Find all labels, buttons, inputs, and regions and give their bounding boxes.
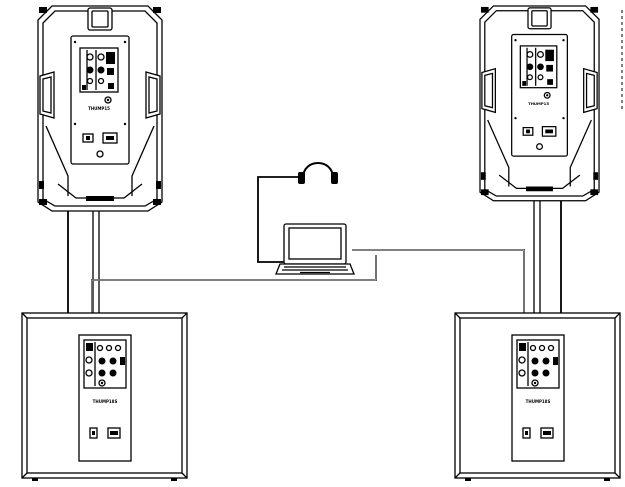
cable-headphones-to-laptop [257,176,300,263]
sub-brand-right: THUMP18S [526,399,551,404]
top-speaker-right: THUMP15 [479,5,600,202]
speaker-brand-right: THUMP15 [528,101,549,106]
top-speaker-left: THUMP15 [37,5,163,212]
laptop-icon [275,223,355,275]
speaker-brand-left: THUMP15 [88,106,110,111]
sub-brand-left: THUMP18S [93,399,118,404]
subwoofer-left: THUMP18S [21,312,188,482]
subwoofer-right: THUMP18S [454,312,621,482]
headphones-icon [298,162,338,184]
